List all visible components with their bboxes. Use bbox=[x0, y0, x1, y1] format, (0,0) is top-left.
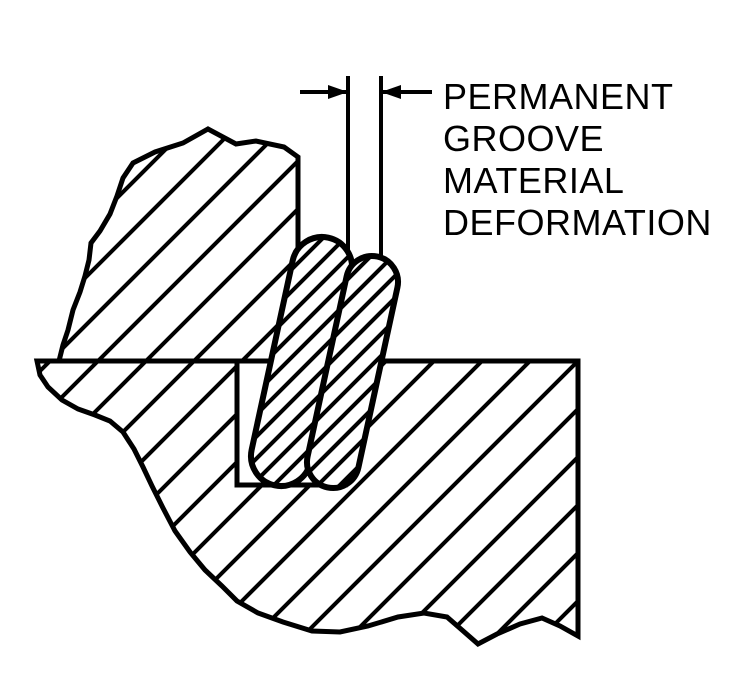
arrow-head-left bbox=[328, 85, 348, 99]
hatch-line bbox=[0, 0, 66, 693]
hatch-line bbox=[148, 361, 578, 644]
hatch-line bbox=[0, 0, 44, 693]
hatch-line bbox=[37, 361, 50, 644]
hatch-line bbox=[726, 0, 745, 693]
annotation-line-3: MATERIAL bbox=[443, 160, 624, 201]
annotation-line-1: PERMANENT bbox=[443, 76, 674, 117]
hatch-line bbox=[251, 237, 352, 487]
hatch-line bbox=[244, 361, 578, 644]
hatch-line bbox=[0, 0, 22, 693]
hatch-line bbox=[0, 0, 22, 693]
hatch-line bbox=[0, 0, 48, 693]
dimension-extension-lines bbox=[346, 76, 383, 262]
annotation-text-block: PERMANENT GROOVE MATERIAL DEFORMATION bbox=[443, 76, 712, 243]
hatch-line bbox=[682, 0, 745, 693]
hatch-line bbox=[251, 237, 352, 487]
hatch-line bbox=[0, 0, 44, 693]
hatch-line bbox=[704, 0, 745, 693]
hatch-line bbox=[340, 361, 578, 644]
hatch-line bbox=[196, 361, 578, 644]
annotation-line-2: GROOVE bbox=[443, 118, 604, 159]
hatch-line bbox=[682, 0, 745, 693]
dimension-arrows bbox=[300, 85, 432, 99]
annotation-line-4: DEFORMATION bbox=[443, 202, 712, 243]
hatch-line bbox=[726, 0, 745, 693]
arrow-head-right bbox=[381, 85, 401, 99]
hatch-line bbox=[251, 237, 352, 487]
upper-component-outline bbox=[55, 126, 301, 364]
hatch-line bbox=[0, 0, 66, 693]
hatch-line bbox=[726, 0, 745, 693]
hatch-line bbox=[678, 0, 745, 693]
hatch-line bbox=[726, 0, 745, 693]
hatch-line bbox=[307, 256, 398, 489]
hatch-line bbox=[292, 361, 578, 644]
hatch-line bbox=[307, 256, 398, 489]
hatch-line bbox=[678, 0, 745, 693]
hatch-line bbox=[704, 0, 745, 693]
